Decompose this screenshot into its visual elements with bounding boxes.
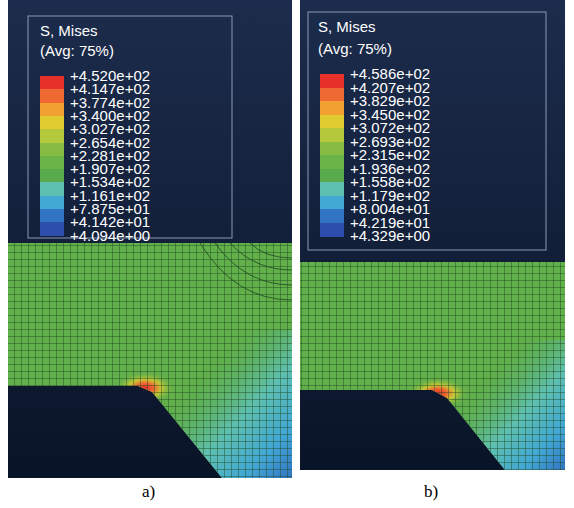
color-band bbox=[320, 74, 344, 88]
color-band bbox=[320, 115, 344, 129]
color-band bbox=[40, 89, 64, 103]
color-band bbox=[320, 128, 344, 142]
legend-title: S, Mises bbox=[318, 18, 376, 36]
color-band bbox=[40, 196, 64, 210]
color-band bbox=[40, 103, 64, 117]
mesh-region bbox=[300, 262, 565, 470]
color-band bbox=[320, 223, 344, 237]
color-band bbox=[40, 129, 64, 143]
color-band bbox=[320, 142, 344, 156]
color-band bbox=[40, 169, 64, 183]
legend-frame bbox=[308, 12, 546, 250]
color-band bbox=[320, 182, 344, 196]
color-band bbox=[40, 182, 64, 196]
panel-background bbox=[8, 0, 292, 478]
color-band bbox=[40, 209, 64, 223]
color-band bbox=[40, 222, 64, 236]
color-band bbox=[320, 196, 344, 210]
color-band bbox=[320, 88, 344, 102]
panel-background bbox=[300, 0, 565, 470]
color-band bbox=[320, 169, 344, 183]
legend-title: (Avg: 75%) bbox=[40, 42, 114, 60]
color-band bbox=[40, 76, 64, 90]
color-band bbox=[40, 116, 64, 130]
color-band bbox=[320, 101, 344, 115]
color-band bbox=[40, 143, 64, 157]
legend-value: +4.329e+00 bbox=[350, 227, 430, 245]
legend-title: (Avg: 75%) bbox=[318, 40, 392, 58]
legend-value: +4.094e+00 bbox=[70, 227, 150, 245]
panel-caption: b) bbox=[424, 482, 438, 502]
color-band bbox=[320, 155, 344, 169]
color-band bbox=[40, 156, 64, 170]
color-band bbox=[320, 209, 344, 223]
mesh-region bbox=[8, 243, 292, 478]
legend-frame bbox=[28, 16, 232, 238]
legend-title: S, Mises bbox=[40, 22, 98, 40]
panel-caption: a) bbox=[142, 482, 155, 502]
